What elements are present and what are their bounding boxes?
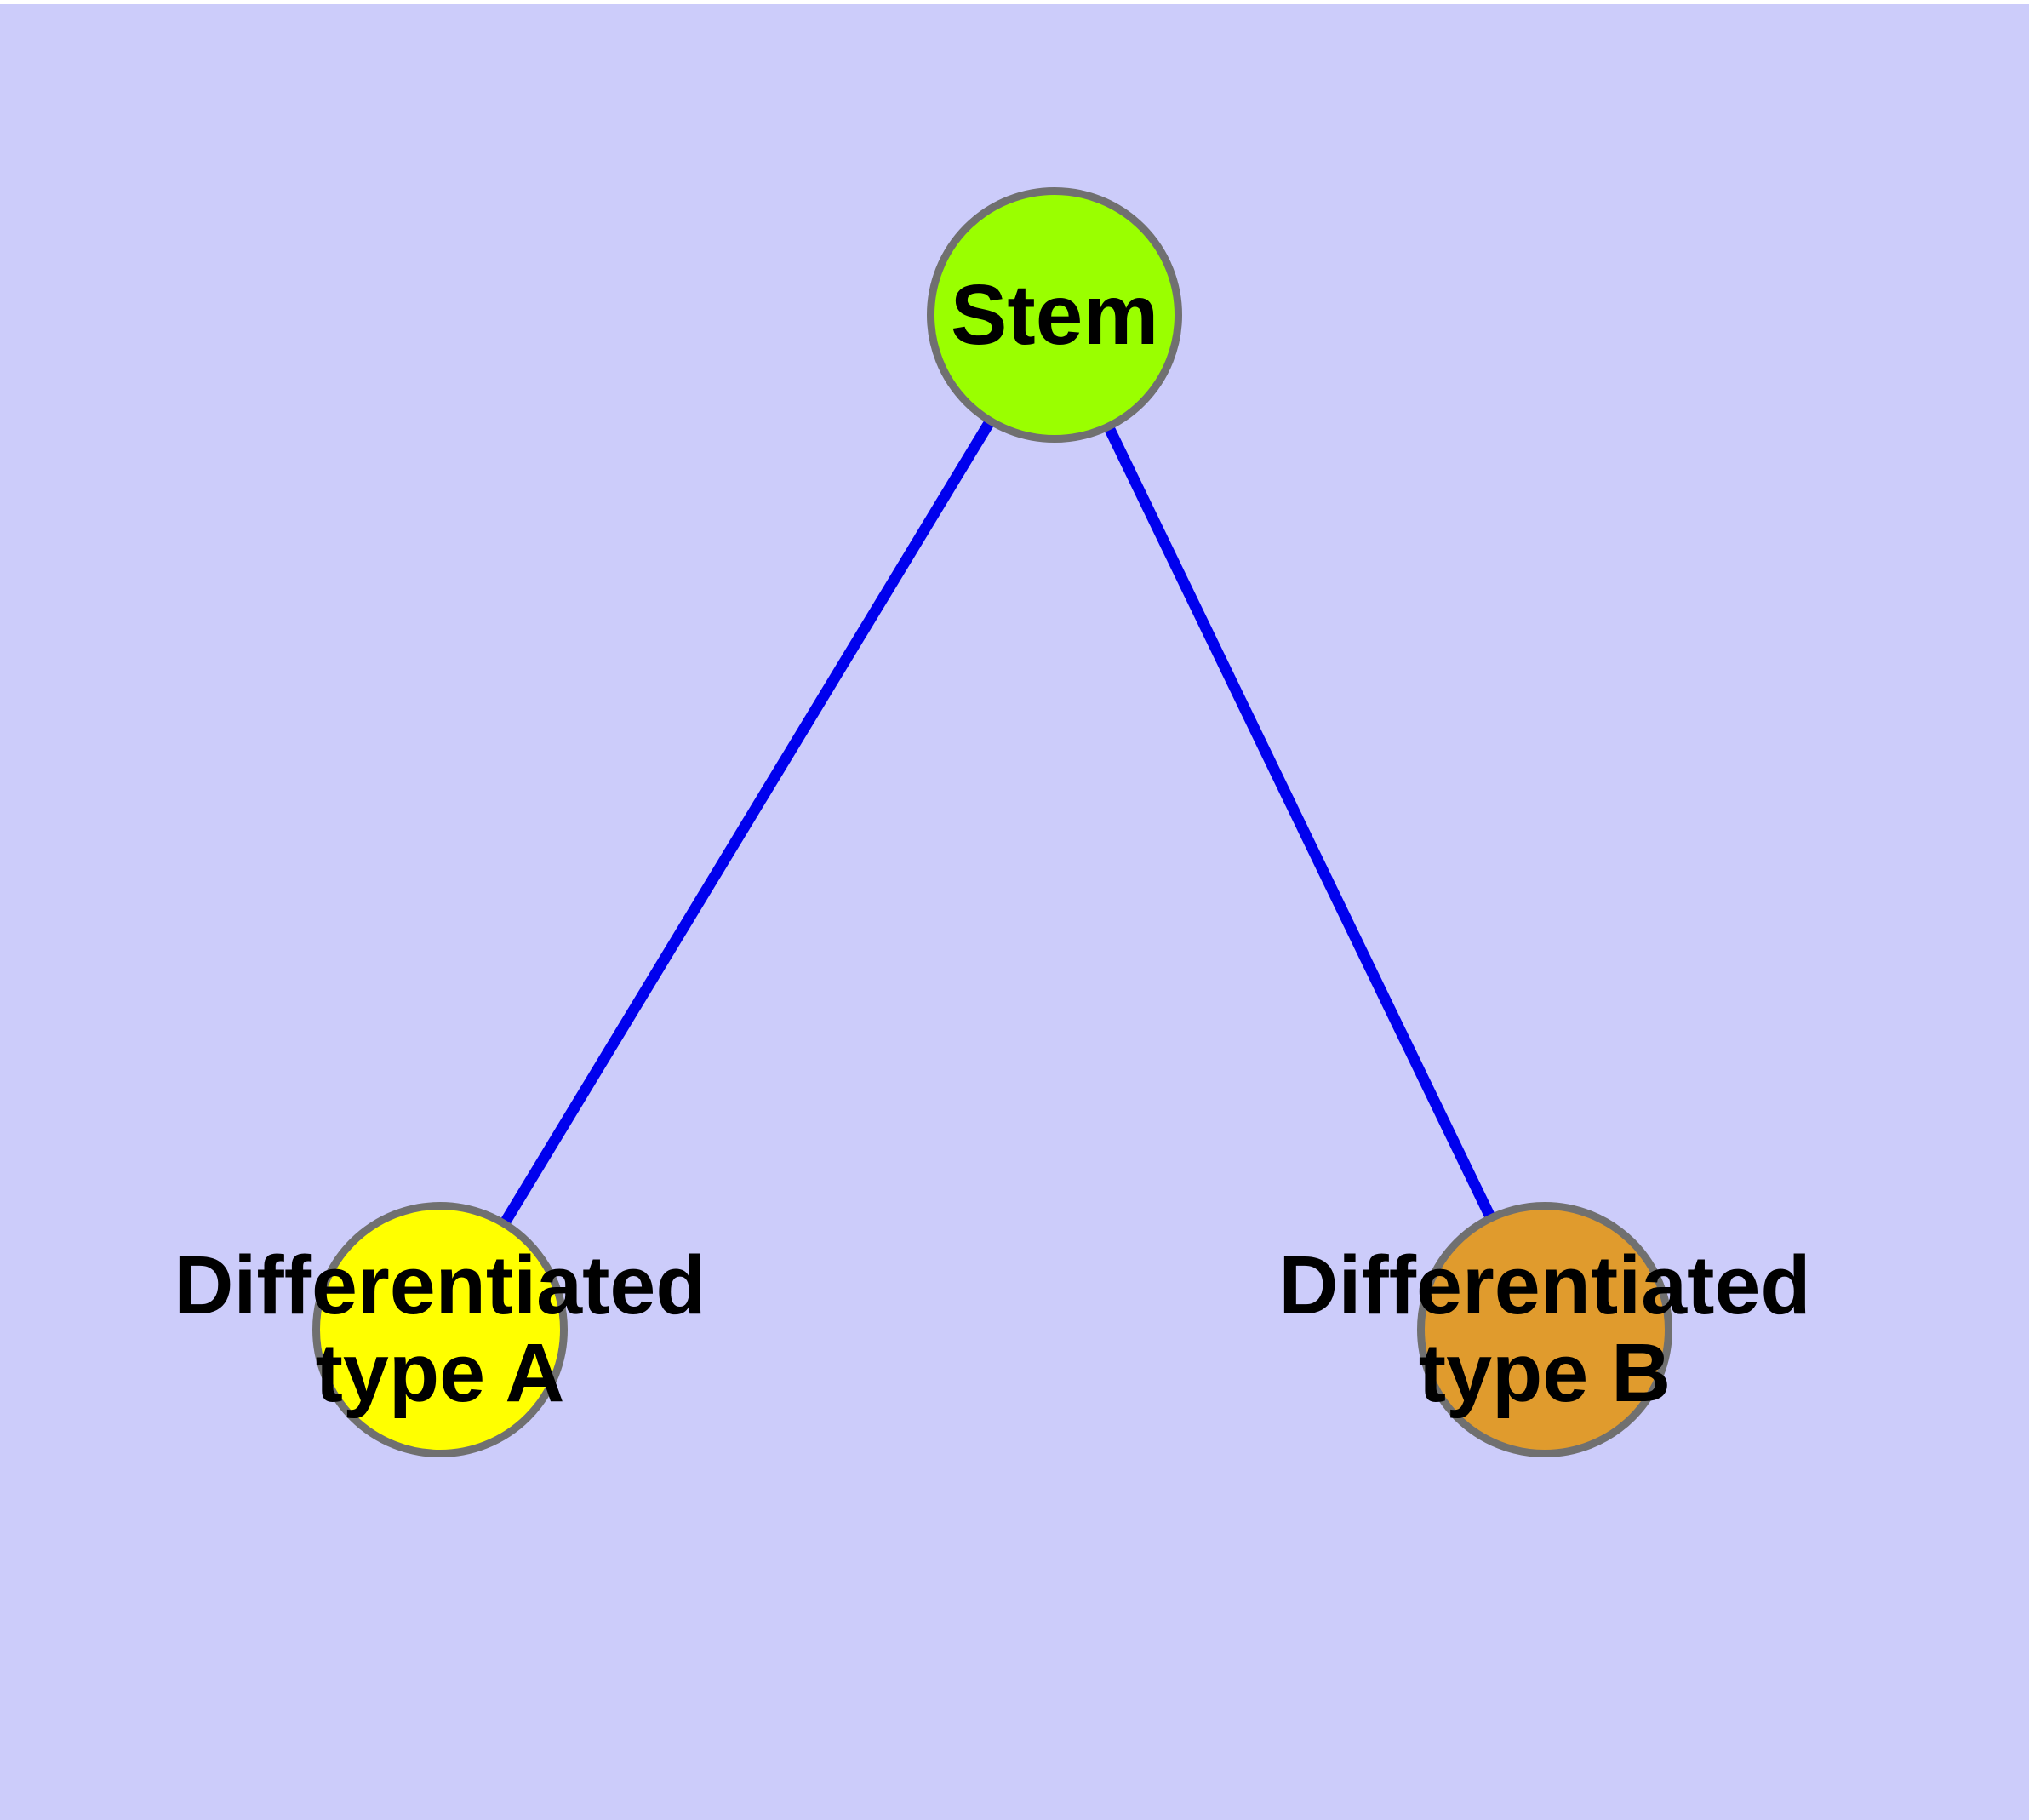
edge-stem-to-differentiated-type-a [435,312,1060,1333]
node-layer [312,187,1672,1457]
edge-layer [435,312,1550,1333]
node-differentiated-type-b[interactable] [1417,1202,1672,1457]
node-differentiated-type-a[interactable] [312,1202,568,1457]
node-stem[interactable] [927,187,1182,443]
edge-stem-to-differentiated-type-b [1049,312,1550,1332]
